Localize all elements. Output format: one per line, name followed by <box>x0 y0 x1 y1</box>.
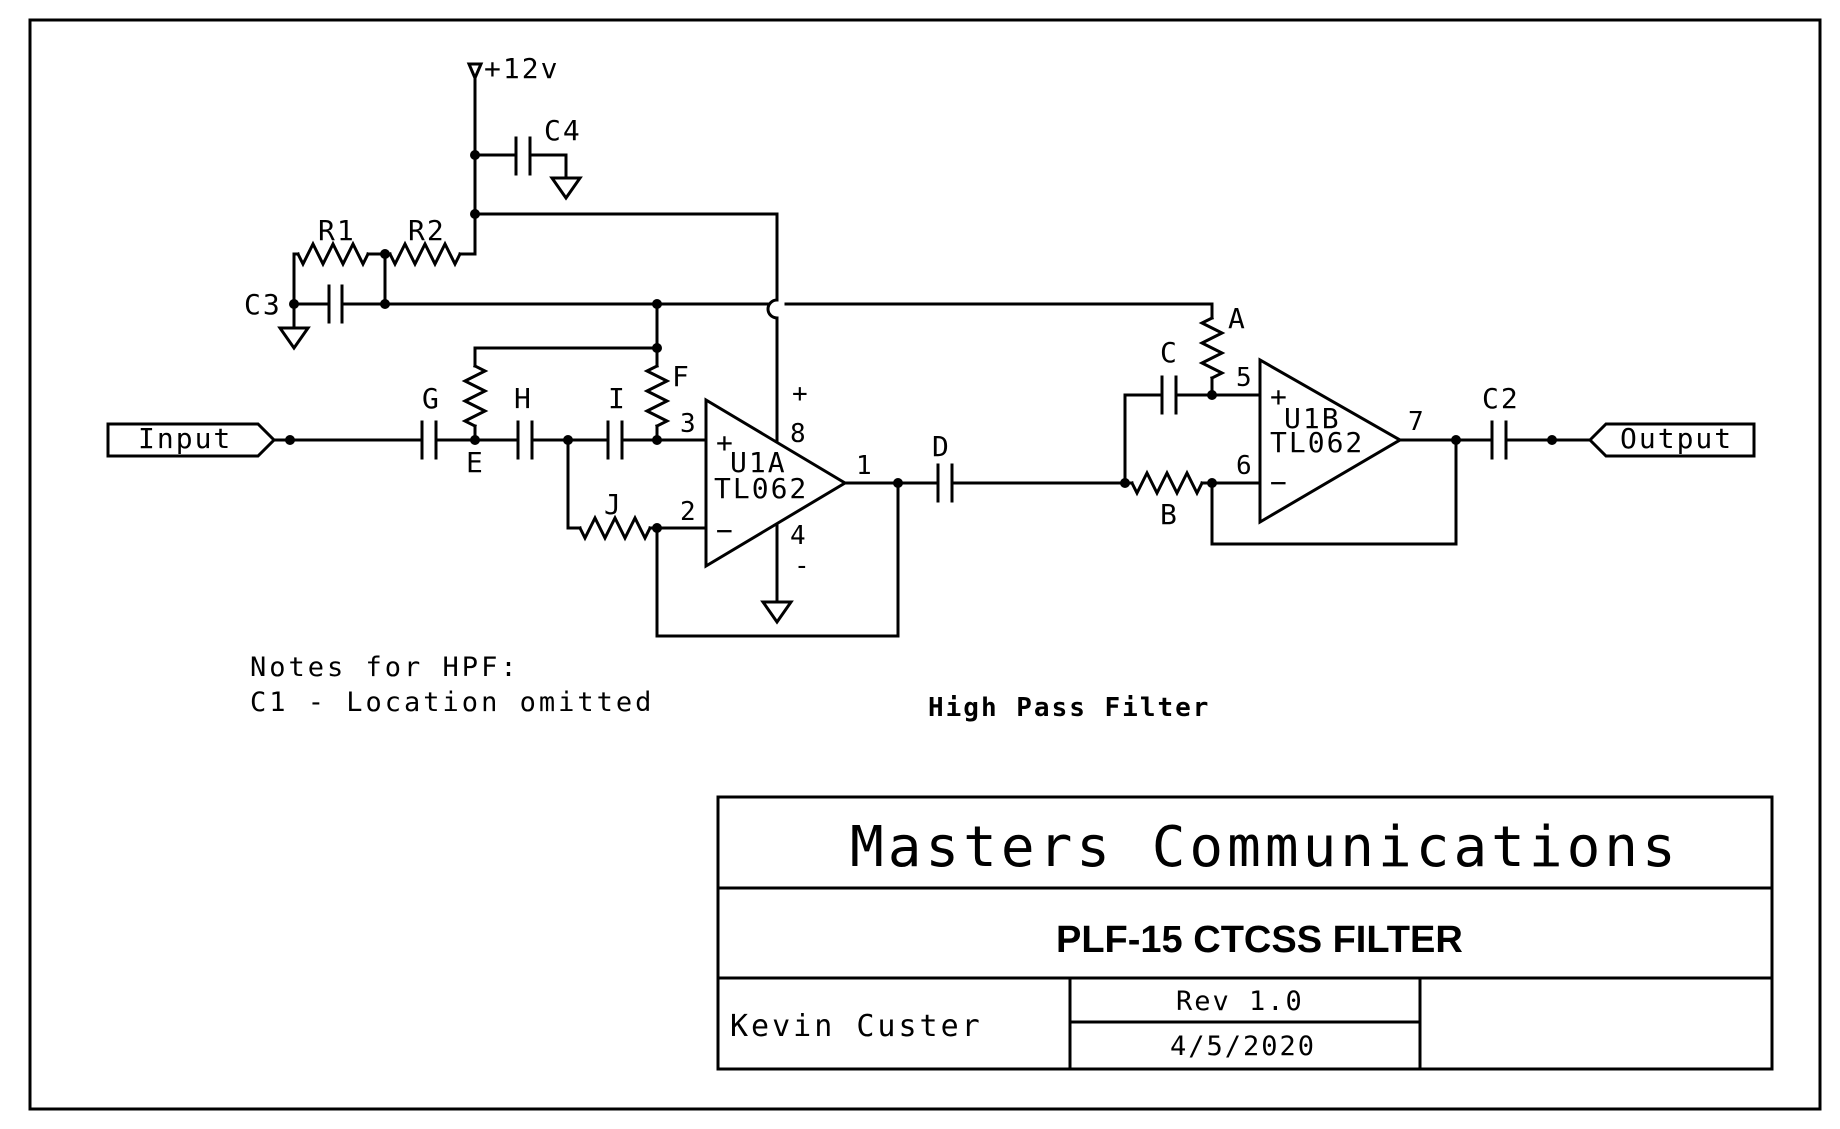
output-port <box>1587 422 1756 458</box>
opamp-u1a-in-minus: − <box>716 514 735 547</box>
pin-u1a-plus: 3 <box>680 409 698 439</box>
label-e: E <box>466 446 485 479</box>
opamp-u1a-name: U1A <box>730 446 787 479</box>
label-c2: C2 <box>1482 382 1520 415</box>
label-c3: C3 <box>244 288 282 321</box>
resistor-b <box>1129 469 1205 497</box>
label-a: A <box>1228 302 1247 335</box>
input-port-label: Input <box>138 422 232 455</box>
pin-u1a-out: 1 <box>856 451 874 481</box>
date: 4/5/2020 <box>1170 1031 1316 1062</box>
label-r2: R2 <box>408 214 446 247</box>
pin-u1a-vminus: 4 <box>790 521 808 551</box>
power-supply-section: +12v C4 R2 R1 <box>244 52 1214 442</box>
label-c: C <box>1160 336 1179 369</box>
caption: High Pass Filter <box>928 693 1210 723</box>
ground-icon <box>277 326 311 351</box>
stage-two: D B C A + − U1B TL062 5 6 7 <box>932 302 1756 546</box>
opamp-u1a-part: TL062 <box>714 472 808 505</box>
company-name: Masters Communications <box>850 815 1680 880</box>
opamp-u1b-name: U1B <box>1284 402 1341 435</box>
label-f: F <box>672 360 691 393</box>
pin-u1b-out: 7 <box>1408 407 1426 437</box>
stage-one: Input G E H I F <box>106 302 938 638</box>
opamp-u1a-in-plus: + <box>716 426 735 459</box>
opamp-u1b-in-plus: + <box>1270 380 1289 413</box>
opamp-u1b-part: TL062 <box>1270 426 1364 459</box>
label-j: J <box>604 488 623 521</box>
drawing-border <box>28 18 1822 1111</box>
title-block: Masters Communications PLF-15 CTCSS FILT… <box>716 795 1774 1071</box>
label-i: I <box>608 382 627 415</box>
pin-u1a-minus: 2 <box>680 497 698 527</box>
ground-icon <box>549 176 583 201</box>
supply-plus-mark: + <box>792 379 810 409</box>
power-label: +12v <box>484 52 559 85</box>
opamp-u1b <box>1258 357 1403 525</box>
notes-line-1: C1 - Location omitted <box>250 687 654 718</box>
resistor-r1 <box>295 240 371 268</box>
pin-u1b-plus: 5 <box>1236 363 1254 393</box>
resistor-e <box>461 363 489 429</box>
resistor-r2 <box>387 240 463 268</box>
pin-u1a-vplus: 8 <box>790 419 808 449</box>
notes-heading: Notes for HPF: <box>250 652 520 683</box>
label-c4: C4 <box>544 114 582 147</box>
label-d: D <box>932 430 951 463</box>
label-b: B <box>1160 498 1179 531</box>
input-port <box>106 422 277 458</box>
drawing-title: PLF-15 CTCSS FILTER <box>1056 919 1463 961</box>
power-arrow-icon <box>466 62 484 82</box>
ground-icon <box>760 600 794 625</box>
supply-minus-mark: - <box>794 551 812 581</box>
opamp-u1b-in-minus: − <box>1270 466 1289 499</box>
author-name: Kevin Custer <box>730 1009 983 1044</box>
pin-u1b-minus: 6 <box>1236 451 1254 481</box>
output-port-label: Output <box>1620 422 1733 455</box>
label-r1: R1 <box>318 214 356 247</box>
resistor-j <box>577 514 653 542</box>
label-h: H <box>514 382 533 415</box>
label-g: G <box>422 382 441 415</box>
revision: Rev 1.0 <box>1176 986 1304 1017</box>
resistor-a <box>1198 315 1226 381</box>
resistor-f <box>643 363 671 429</box>
